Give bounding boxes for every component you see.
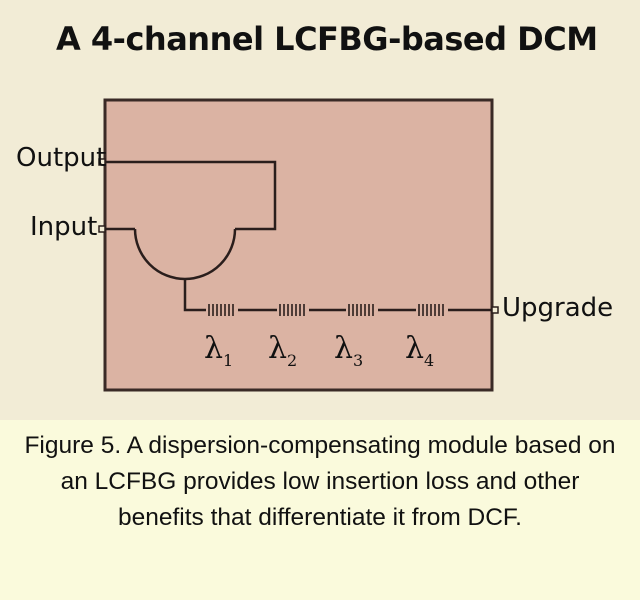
- circulator: [133, 228, 237, 281]
- output-label: Output: [16, 143, 107, 173]
- dcm-diagram: λ1 λ2 λ3 λ4: [98, 98, 499, 392]
- grating-1: [206, 302, 238, 318]
- lambda-4-label: λ4: [405, 331, 434, 370]
- grating-2: [277, 302, 309, 318]
- lambda-1-label: λ1: [204, 331, 233, 370]
- grating-4: [416, 302, 448, 318]
- input-label: Input: [30, 212, 98, 242]
- grating-fiber: [183, 279, 492, 312]
- input-port-connector: [98, 225, 106, 233]
- upgrade-port-connector: [491, 306, 499, 314]
- figure-caption: Figure 5. A dispersion-compensating modu…: [24, 432, 616, 531]
- diagram-title: A 4-channel LCFBG-based DCM: [56, 20, 598, 58]
- lambda-3-label: λ3: [334, 331, 363, 370]
- module-box: [103, 98, 494, 392]
- caption-area: Figure 5. A dispersion-compensating modu…: [0, 420, 640, 600]
- grating-3: [346, 302, 378, 318]
- output-fiber: [105, 160, 277, 231]
- upgrade-label: Upgrade: [502, 293, 614, 323]
- lambda-2-label: λ2: [268, 331, 297, 370]
